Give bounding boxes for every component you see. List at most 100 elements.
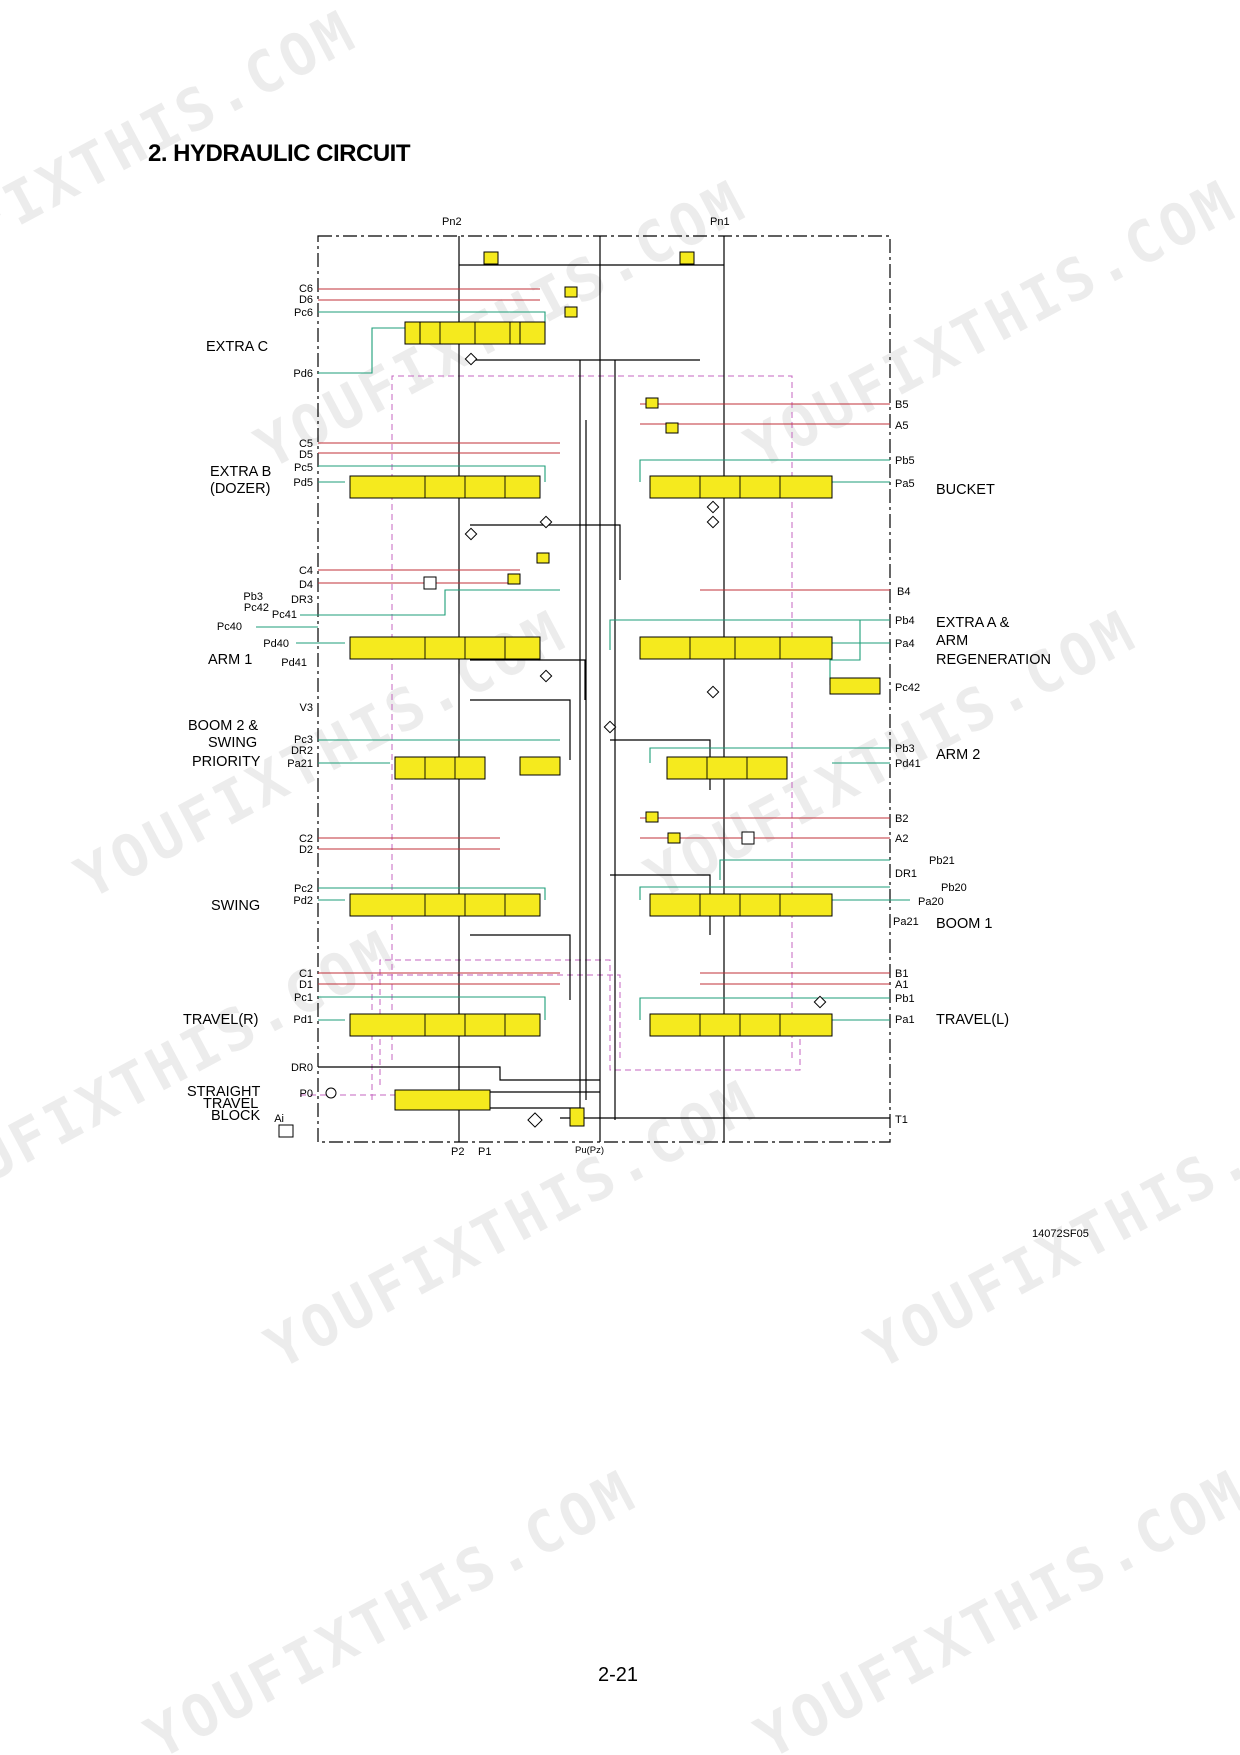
port-label-dr1: DR1 bbox=[895, 868, 917, 880]
section-label-boom2-swing: SWING bbox=[208, 735, 257, 751]
port-label-pd40: Pd40 bbox=[263, 638, 289, 650]
drain-pilot-lines bbox=[300, 375, 801, 1100]
spool-boom2 bbox=[394, 756, 486, 780]
port-label-c2: C2 bbox=[299, 833, 313, 845]
port-label-c1: C1 bbox=[299, 968, 313, 980]
port-label-v3: V3 bbox=[300, 702, 313, 714]
section-label-extra-a-arm: ARM bbox=[936, 633, 968, 649]
left-port-labels: C6 D6 Pc6 Pd6 C5 D5 Pc5 Pd5 C4 D4 DR3 Pb… bbox=[217, 283, 313, 1125]
section-label-travel-r: TRAVEL(R) bbox=[183, 1012, 258, 1028]
section-label-boom2: BOOM 2 & bbox=[188, 718, 258, 734]
port-label-pc1: Pc1 bbox=[294, 992, 313, 1004]
port-label-b5: B5 bbox=[895, 399, 908, 411]
watermark: YOUFIXTHIS.COM bbox=[745, 1457, 1240, 1755]
spool-extra-c-body bbox=[419, 321, 521, 345]
pc2-line bbox=[318, 887, 546, 900]
pb5-line bbox=[639, 459, 890, 482]
check-valve bbox=[527, 1112, 543, 1128]
port-label-pa21-right: Pa21 bbox=[893, 916, 919, 928]
check-valves bbox=[278, 352, 827, 1138]
port-label-p1: P1 bbox=[478, 1146, 491, 1158]
page-title: 2. HYDRAULIC CIRCUIT bbox=[148, 140, 411, 167]
check-valve bbox=[539, 515, 553, 529]
relief-valve bbox=[665, 422, 679, 434]
port-label-d6: D6 bbox=[299, 294, 313, 306]
port-label-a2: A2 bbox=[895, 833, 908, 845]
figure-code: 14072SF05 bbox=[1032, 1228, 1089, 1240]
port-label-pn1: Pn1 bbox=[710, 216, 730, 228]
pc5-line bbox=[318, 465, 546, 482]
section-label-boom2-priority: PRIORITY bbox=[192, 754, 261, 770]
spool-extra-b bbox=[349, 475, 541, 499]
spool-swing bbox=[349, 893, 541, 917]
section-label-arm2: ARM 2 bbox=[936, 747, 980, 763]
pb20-line bbox=[639, 886, 890, 900]
port-label-d1: D1 bbox=[299, 979, 313, 991]
port-label-d2: D2 bbox=[299, 844, 313, 856]
port-label-pu: Pu(Pz) bbox=[575, 1145, 604, 1156]
spool-arm-regen bbox=[829, 677, 881, 695]
watermark: YOUFIXTHIS.COM bbox=[255, 1067, 768, 1383]
port-label-dr3: DR3 bbox=[291, 594, 313, 606]
section-label-arm1: ARM 1 bbox=[208, 652, 252, 668]
port-label-pd2: Pd2 bbox=[293, 895, 313, 907]
section-label-travel-l: TRAVEL(L) bbox=[936, 1012, 1009, 1028]
port-label-d5: D5 bbox=[299, 449, 313, 461]
port-label-pa4: Pa4 bbox=[895, 638, 915, 650]
port-label-dr0: DR0 bbox=[291, 1062, 313, 1074]
port-label-pb3-right: Pb3 bbox=[895, 743, 915, 755]
spool-arm2 bbox=[666, 756, 788, 780]
pb4-line bbox=[609, 619, 890, 650]
section-label-bucket: BUCKET bbox=[936, 482, 995, 498]
port-label-pd1: Pd1 bbox=[293, 1014, 313, 1026]
page-number: 2-21 bbox=[598, 1664, 639, 1686]
drain-envelope bbox=[371, 974, 621, 1100]
port-label-pn2: Pn2 bbox=[442, 216, 462, 228]
main-relief-valve bbox=[569, 1107, 585, 1127]
bypass-line bbox=[470, 659, 586, 700]
section-label-extra-a: EXTRA A & bbox=[936, 615, 1010, 631]
section-label-extra-b: EXTRA B bbox=[210, 464, 271, 480]
port-label-a1: A1 bbox=[895, 979, 908, 991]
relief-valve bbox=[564, 286, 578, 298]
main-passages bbox=[318, 236, 890, 1142]
pd6-line bbox=[318, 327, 405, 374]
section-label-swing: SWING bbox=[211, 898, 260, 914]
dr0-line bbox=[318, 1066, 600, 1081]
port-label-pc6: Pc6 bbox=[294, 307, 313, 319]
watermark: YOUFIXTHIS.COM bbox=[135, 1457, 648, 1755]
port-label-pa20: Pa20 bbox=[918, 896, 944, 908]
relief-valve-pn1 bbox=[679, 251, 695, 265]
bypass-line bbox=[470, 699, 571, 760]
drain-envelope bbox=[391, 375, 793, 1060]
spool-travel-l bbox=[649, 1013, 833, 1037]
right-port-labels: B5 A5 Pb5 Pa5 B4 Pb4 Pa4 Pc42 Pb3 Pd41 B… bbox=[893, 399, 967, 1126]
port-label-pc40: Pc40 bbox=[217, 621, 242, 633]
port-label-pb20: Pb20 bbox=[941, 882, 967, 894]
spool-arm1 bbox=[349, 636, 541, 660]
relief-valve bbox=[507, 573, 521, 585]
watermark: YOUFIXTHIS.COM bbox=[0, 0, 368, 312]
bypass-line bbox=[470, 524, 621, 580]
port-label-b2: B2 bbox=[895, 813, 908, 825]
relief-valve bbox=[645, 397, 659, 409]
port-label-b4: B4 bbox=[897, 586, 910, 598]
spool-extra-a bbox=[639, 636, 833, 660]
check-valve bbox=[603, 720, 617, 734]
pilot-lines bbox=[256, 311, 910, 1021]
relief-valve bbox=[667, 832, 681, 844]
port-label-pb3: Pb3 bbox=[243, 591, 263, 603]
port-label-pc42-right: Pc42 bbox=[895, 682, 920, 694]
port-label-p2: P2 bbox=[451, 1146, 464, 1158]
port-label-pc42: Pc42 bbox=[244, 602, 269, 614]
section-label-straight: STRAIGHT bbox=[187, 1084, 260, 1100]
check-valve bbox=[813, 995, 827, 1009]
ai-accumulator bbox=[278, 1124, 294, 1138]
watermark: YOUFIXTHIS.COM bbox=[0, 917, 408, 1233]
section-label-travel: TRAVEL bbox=[203, 1096, 258, 1112]
port-label-b1: B1 bbox=[895, 968, 908, 980]
section-label-boom1: BOOM 1 bbox=[936, 916, 992, 932]
port-label-t1: T1 bbox=[895, 1114, 908, 1126]
port-label-d4: D4 bbox=[299, 579, 313, 591]
